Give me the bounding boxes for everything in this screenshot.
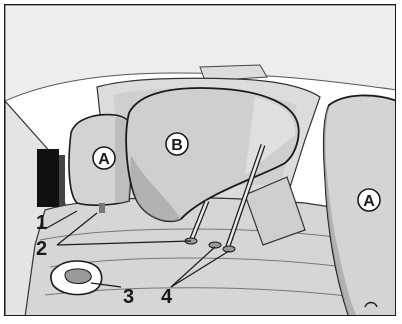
black-tab — [37, 149, 59, 207]
circle-label-a-right: A — [358, 189, 380, 211]
callout-2: 2 — [36, 238, 47, 260]
callout-4: 4 — [161, 286, 173, 308]
circle-label-a-left: A — [93, 147, 115, 169]
illustration-frame: A B A 1 2 3 4 — [4, 4, 396, 316]
left-headrest-post — [99, 203, 105, 213]
black-tab-edge — [59, 155, 65, 207]
rear-seat-headrest-diagram: A B A 1 2 3 4 — [5, 5, 396, 316]
circle-label-a-left-text: A — [98, 151, 110, 168]
callout-1: 1 — [36, 212, 47, 234]
anchor-ring-inner — [65, 269, 91, 284]
circle-label-b: B — [166, 133, 188, 155]
circle-label-a-right-text: A — [363, 193, 375, 210]
callout-3: 3 — [123, 286, 134, 308]
circle-label-b-text: B — [171, 137, 183, 154]
